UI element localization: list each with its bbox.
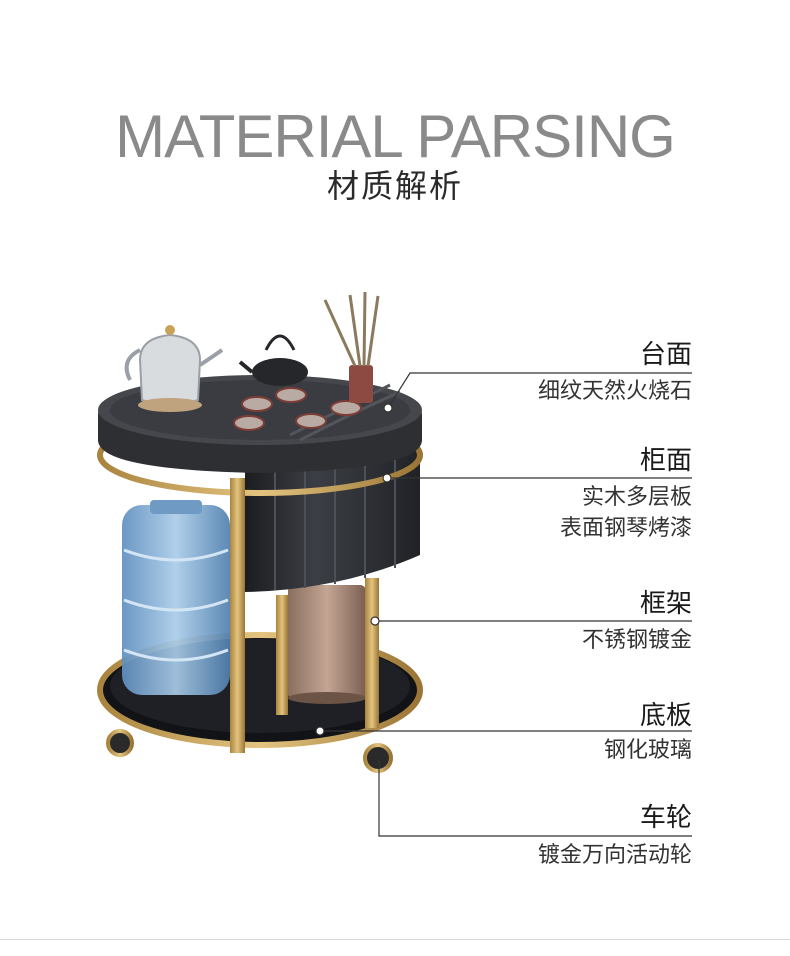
callout-desc-tabletop: 细纹天然火烧石 xyxy=(537,379,692,404)
callout-title-tabletop: 台面 xyxy=(639,340,692,370)
callout-title-frame: 框架 xyxy=(639,589,692,619)
title-english: MATERIAL PARSING xyxy=(115,103,676,170)
tea-utensils xyxy=(323,291,380,403)
title-chinese: 材质解析 xyxy=(326,167,463,205)
glass-kettle xyxy=(124,325,224,412)
callout-lines xyxy=(320,372,692,837)
callout-title-wheels: 车轮 xyxy=(639,803,692,833)
callout-desc-cabinet-2: 表面钢琴烤漆 xyxy=(559,516,692,541)
bottom-divider xyxy=(0,939,790,940)
callout-desc-cabinet-1: 实木多层板 xyxy=(581,485,692,510)
callout-title-base: 底板 xyxy=(639,701,692,731)
callout-desc-base: 钢化玻璃 xyxy=(603,738,692,763)
callout-title-cabinet: 柜面 xyxy=(639,446,692,476)
water-bottle xyxy=(122,500,230,695)
callout-desc-wheels: 镀金万向活动轮 xyxy=(537,843,692,868)
trash-bin xyxy=(288,585,366,704)
frame-leg xyxy=(230,478,245,753)
teapot xyxy=(238,334,308,386)
callout-desc-frame: 不锈钢镀金 xyxy=(581,628,692,653)
caster-wheels xyxy=(106,729,393,773)
tea-cups xyxy=(233,387,362,431)
